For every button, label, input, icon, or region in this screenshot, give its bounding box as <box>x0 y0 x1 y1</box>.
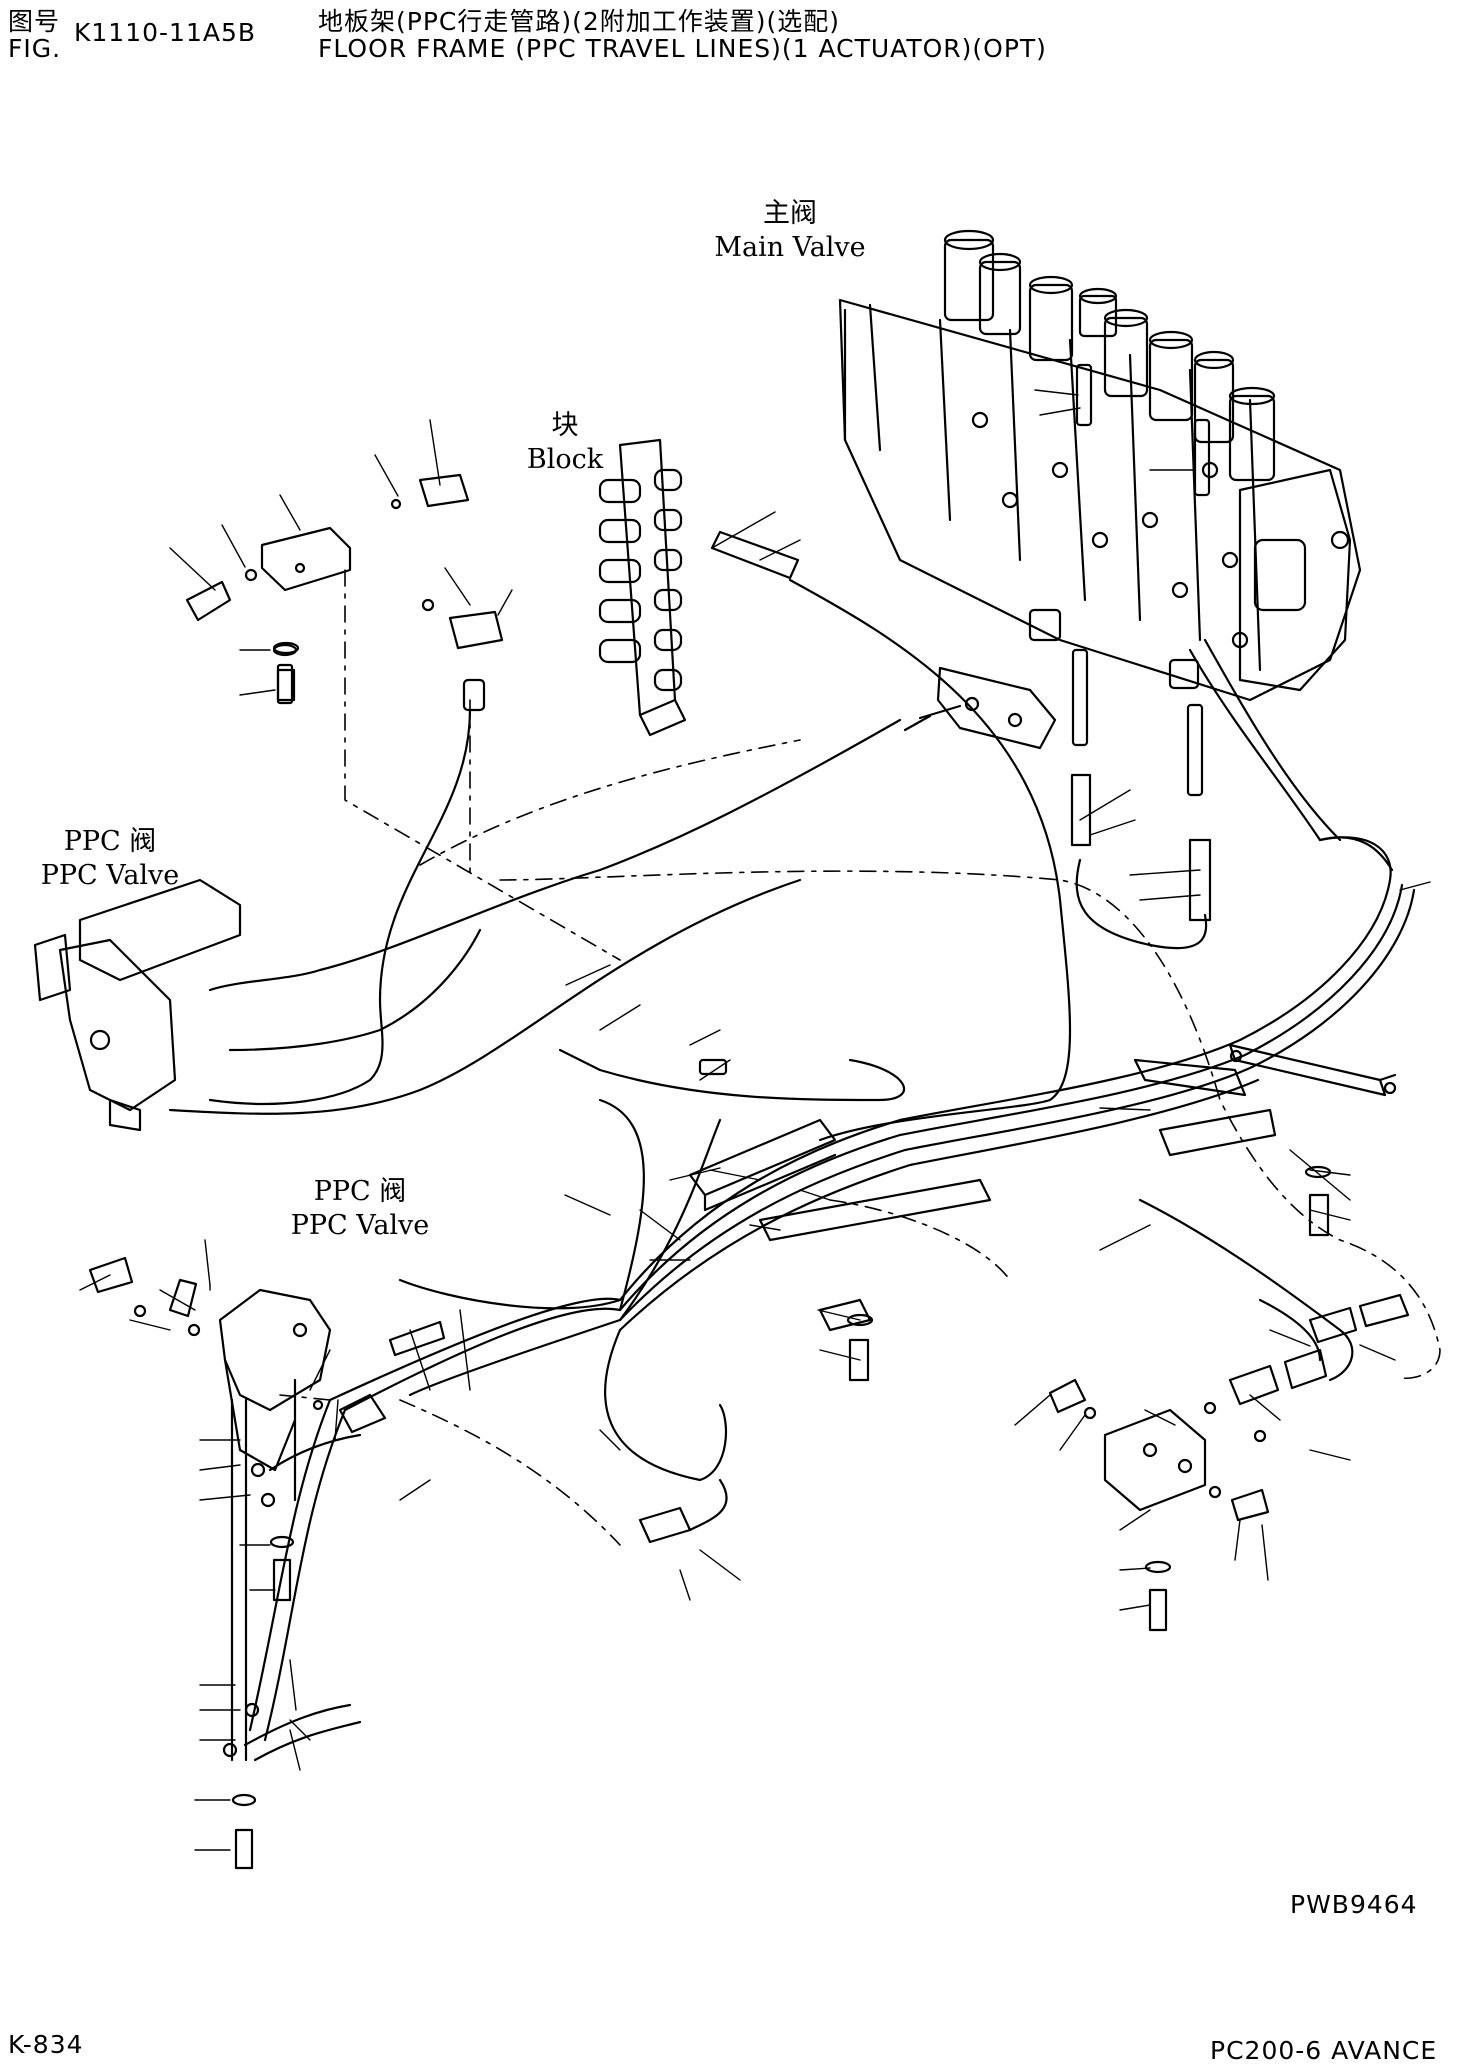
block-manifold <box>598 438 800 737</box>
ppc-valve-lower-label-en: PPC Valve <box>290 1210 430 1241</box>
callout-leaders <box>79 389 1431 1851</box>
ppc-valve-left <box>33 878 242 1132</box>
hose-bundle <box>248 578 1416 1742</box>
main-valve <box>838 229 1362 702</box>
title-cn: 地板架(PPC行走管路)(2附加工作装置)(选配) <box>318 7 841 36</box>
block-label-cn: 块 <box>551 410 579 441</box>
upper-left-block <box>185 473 504 712</box>
ppc-valve-left-label-en: PPC Valve <box>40 860 180 891</box>
fig-number: K1110-11A5B <box>74 18 257 47</box>
floor-frame-brackets <box>688 1043 1397 1332</box>
ppc-valve-lower-label-cn: PPC 阀 <box>313 1176 407 1207</box>
selector-block-upper <box>903 666 1057 750</box>
ppc-valve-left-label-cn: PPC 阀 <box>63 826 157 857</box>
main-valve-fittings <box>1070 363 1212 922</box>
fig-label-cn: 图号 <box>8 7 61 36</box>
machine-model: PC200-6 AVANCE <box>1210 2036 1438 2065</box>
bolts-washers <box>222 641 1332 1870</box>
main-valve-label-en: Main Valve <box>714 232 866 263</box>
drawing-code: PWB9464 <box>1290 1890 1418 1919</box>
title-en: FLOOR FRAME (PPC TRAVEL LINES)(1 ACTUATO… <box>318 34 1047 63</box>
main-valve-label-cn: 主阀 <box>763 198 817 229</box>
dashed-connections <box>279 569 1441 1546</box>
fig-label-en: FIG. <box>8 34 62 63</box>
lower-right-block <box>1048 1293 1410 1522</box>
block-label-en: Block <box>526 444 604 475</box>
ppc-valve-lower <box>88 1256 446 1472</box>
ppc-lines-left <box>168 708 906 1115</box>
page-number: K-834 <box>8 2030 84 2059</box>
